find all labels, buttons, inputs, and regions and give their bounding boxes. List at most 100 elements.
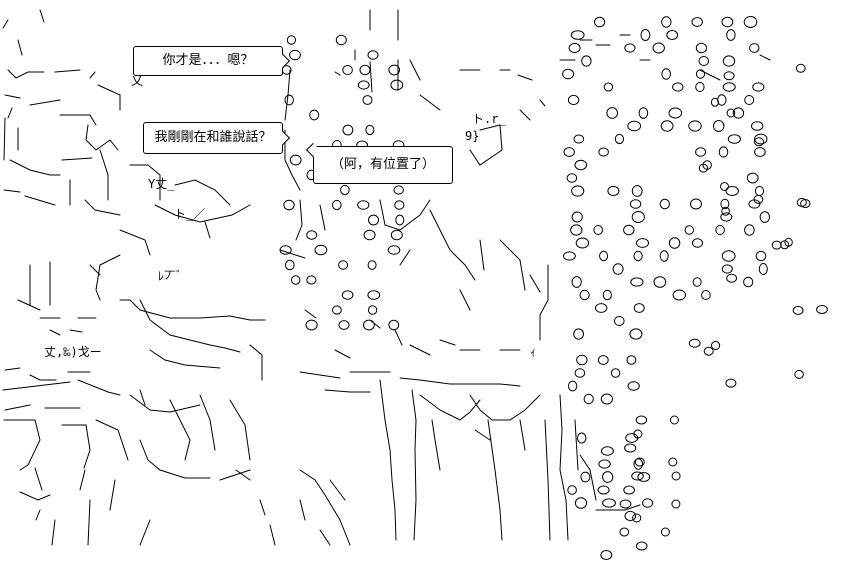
bubble-mark <box>672 289 686 301</box>
bubble-mark <box>570 30 585 40</box>
bubble-mark <box>713 120 725 132</box>
bubble-mark <box>593 225 604 235</box>
bubble-mark <box>305 319 318 331</box>
bubble-mark <box>387 245 401 255</box>
bubble-mark <box>753 137 765 147</box>
bubble-mark <box>721 16 734 28</box>
bubble-mark <box>698 163 709 173</box>
bubble-mark <box>636 238 649 248</box>
bubble-mark <box>335 34 347 46</box>
bubble-mark <box>562 68 575 80</box>
bubble-mark <box>279 245 292 255</box>
bubble-mark <box>283 199 295 211</box>
bubble-mark <box>367 290 381 300</box>
bubble-mark <box>388 64 401 76</box>
bubble-mark <box>695 42 708 54</box>
speech-bubble-1: 你才是．．．嗯？ <box>133 46 283 76</box>
bubble-mark <box>583 393 594 405</box>
bubble-mark <box>603 82 614 92</box>
bubble-mark <box>660 120 674 132</box>
bubble-mark <box>631 471 644 481</box>
bubble-mark <box>692 238 703 248</box>
bubble-mark <box>722 55 736 67</box>
bubble-mark <box>668 237 681 249</box>
bubble-mark <box>720 182 729 191</box>
bubble-mark <box>816 305 828 314</box>
bubble-mark <box>362 95 373 105</box>
bubble-mark <box>800 199 811 208</box>
bubble-mark <box>600 550 613 560</box>
bubble-mark <box>661 16 672 28</box>
bubble-mark <box>600 446 614 456</box>
bubble-mark <box>635 541 648 551</box>
bubble-mark <box>690 198 702 210</box>
center-figure <box>279 9 641 546</box>
bubble-mark <box>597 355 609 365</box>
bubble-mark <box>568 42 581 54</box>
bubble-mark <box>314 244 328 256</box>
bubble-mark <box>581 55 592 67</box>
bubble-mark <box>732 107 745 119</box>
bubble-mark <box>660 527 670 537</box>
bubble-mark <box>752 82 765 92</box>
bubble-mark <box>726 273 737 283</box>
bubble-mark <box>600 393 614 405</box>
art-glyph-2: 乂 <box>131 74 144 88</box>
bubble-mark <box>563 251 576 261</box>
art-glyph-3: Y丈_ <box>148 177 175 191</box>
bubble-mark <box>754 186 765 196</box>
bubble-mark <box>579 289 590 301</box>
bubble-mark <box>289 154 302 166</box>
bubble-mark <box>725 378 737 388</box>
bubble-mark <box>671 499 681 509</box>
bubble-mark <box>612 263 624 275</box>
bubble-mark <box>743 276 754 288</box>
bubble-mark <box>721 250 736 262</box>
bubble-mark <box>746 172 759 184</box>
bubble-mark <box>695 147 707 157</box>
bubble-mark <box>624 443 637 453</box>
bubble-mark <box>357 200 370 210</box>
bubble-mark <box>367 260 377 270</box>
bubble-mark <box>602 498 616 508</box>
bubble-mark <box>574 497 588 509</box>
bubble-mark <box>668 457 678 467</box>
bubble-mark <box>630 277 644 287</box>
bubble-mark <box>661 68 672 80</box>
bubble-mark <box>669 415 679 425</box>
bubble-mark <box>688 120 702 132</box>
bubble-mark <box>684 225 694 235</box>
bubble-mark <box>633 303 645 313</box>
bubble-mark <box>577 432 587 444</box>
bubble-mark <box>306 275 317 285</box>
bubble-mark <box>659 250 669 262</box>
bubble-mark <box>759 211 770 223</box>
bubble-mark <box>306 230 318 240</box>
bubble-mark <box>718 146 729 158</box>
bubble-mark <box>576 354 588 366</box>
bubble-mark <box>723 71 735 81</box>
bubble-mark <box>721 206 730 216</box>
bubble-mark <box>570 224 583 236</box>
bubble-mark <box>338 260 349 270</box>
bubble-mark <box>631 185 643 197</box>
bubble-mark <box>629 199 642 209</box>
bubble-mark <box>571 185 585 197</box>
art-glyph-7: ト.r_ <box>472 112 506 126</box>
bubble-mark <box>792 305 804 315</box>
bubble-mark <box>365 124 375 136</box>
art-glyph-6: ｨ <box>530 345 537 359</box>
bubble-mark <box>652 42 665 54</box>
bubble-mark <box>672 82 684 92</box>
bubble-mark <box>720 212 733 222</box>
bubble-mark <box>309 109 320 121</box>
bubble-mark <box>388 319 400 331</box>
bubble-mark <box>614 316 625 326</box>
bubble-mark <box>624 43 636 53</box>
bubble-mark <box>640 29 651 41</box>
bubble-mark <box>692 277 702 287</box>
bubble-mark <box>338 320 350 330</box>
bubble-mark <box>571 211 583 223</box>
bubble-mark <box>688 338 701 348</box>
